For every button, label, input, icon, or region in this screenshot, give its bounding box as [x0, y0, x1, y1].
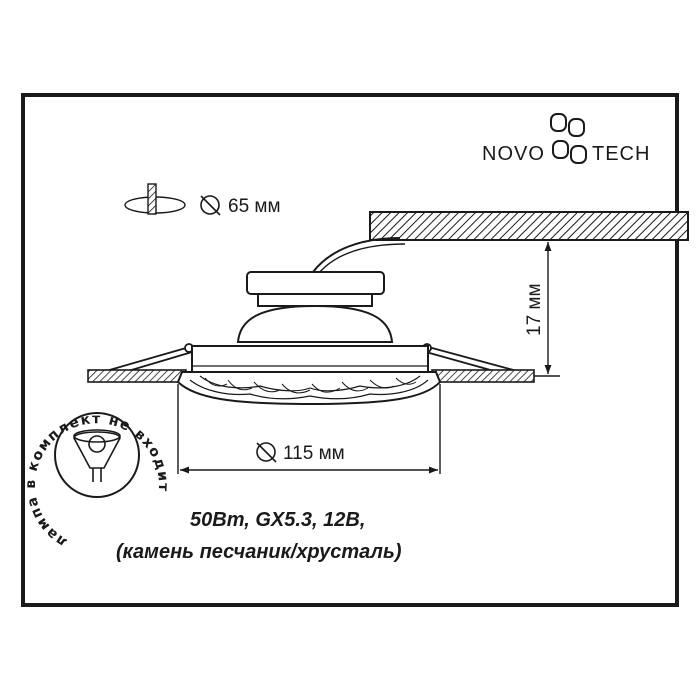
ceiling-slab	[369, 211, 689, 241]
cutout-label: 65 мм	[228, 196, 281, 217]
brand-name-right: TECH	[592, 143, 650, 165]
height-dimension	[500, 239, 560, 377]
brand-logo: NOVO TECH	[482, 113, 650, 165]
lamp-badge: лампа в комплект не входит	[23, 411, 170, 550]
ceiling-panel-right	[431, 369, 535, 383]
mounting-ring	[191, 345, 429, 373]
diameter-dimension	[177, 384, 441, 474]
crystal-bezel	[176, 371, 442, 406]
spec-line-1: 50Вт, GX5.3, 12В,	[190, 509, 365, 531]
brand-name-left: NOVO	[482, 143, 545, 165]
diameter-label: 115 мм	[283, 443, 345, 464]
outer-frame	[21, 93, 679, 607]
diameter-icon-2	[256, 442, 277, 463]
power-cable	[312, 237, 401, 273]
diameter-icon	[200, 195, 221, 216]
ceiling-panel-left	[87, 369, 187, 383]
spec-line-2: (камень песчаник/хрусталь)	[116, 541, 402, 563]
logo-mark	[550, 113, 587, 164]
power-cable-2	[317, 243, 406, 275]
fixture-housing	[236, 271, 394, 343]
cutout-icon	[124, 183, 186, 215]
lamp-icon	[73, 429, 121, 482]
cutout-spec: 65 мм	[124, 183, 281, 217]
height-label: 17 мм	[524, 283, 545, 336]
